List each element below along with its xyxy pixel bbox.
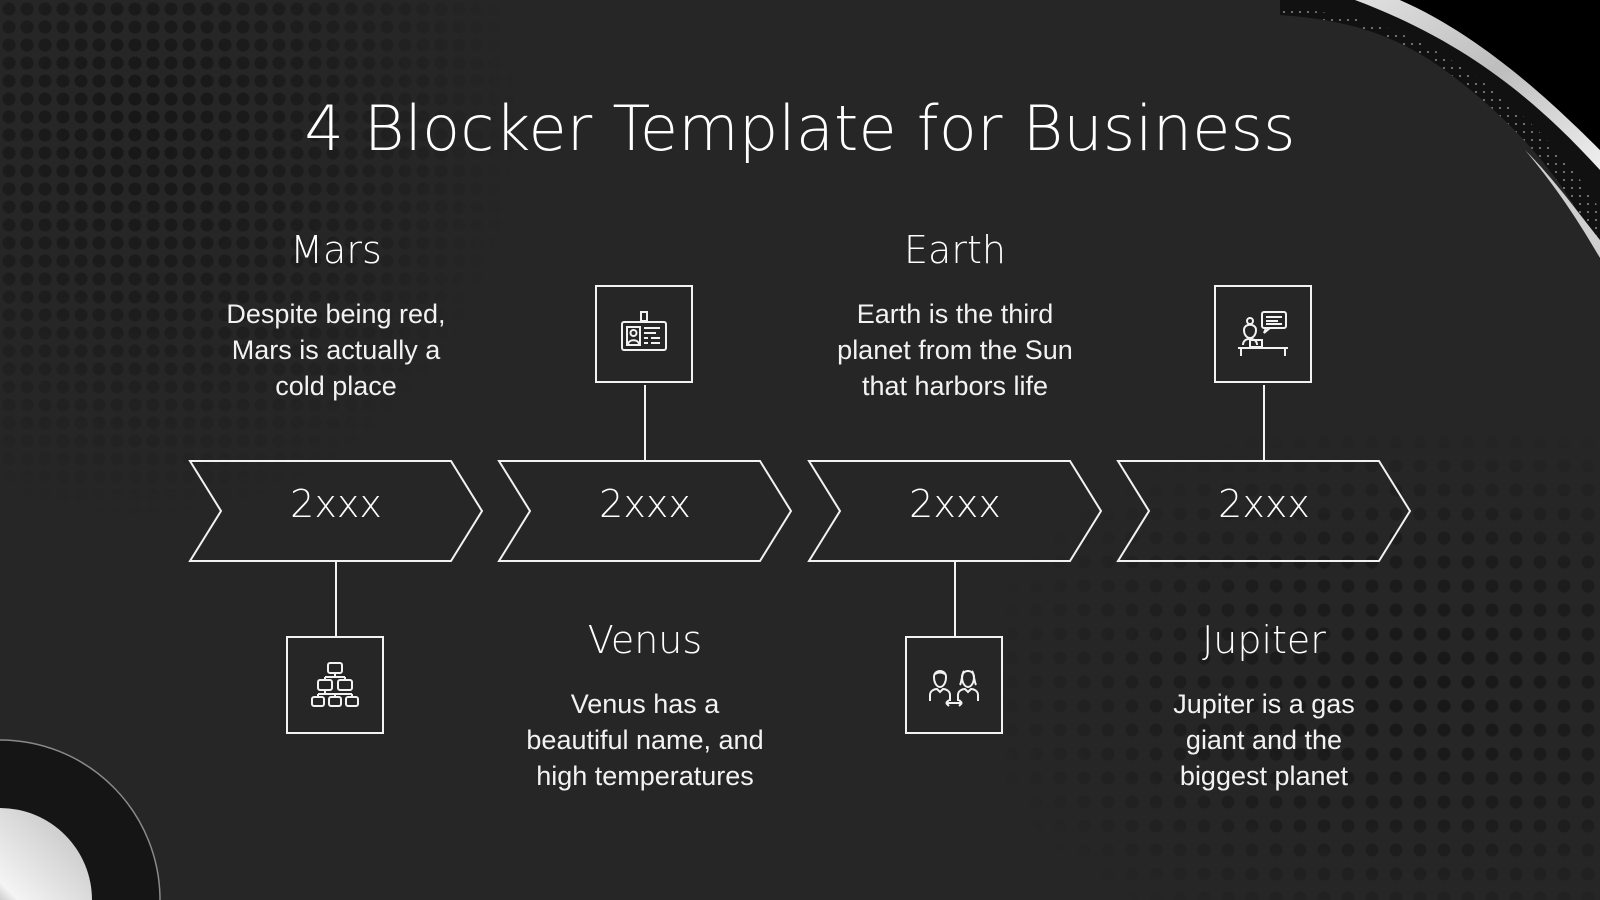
icon-box-3 (905, 636, 1003, 734)
description-line: Despite being red, (226, 299, 446, 329)
description-line: Jupiter is a gas (1173, 689, 1355, 719)
icon-box-2 (595, 285, 693, 383)
block-description-venus: Venus has a beautiful name, and high tem… (495, 686, 795, 794)
block-description-earth: Earth is the third planet from the Sun t… (805, 296, 1105, 404)
connector-line-2 (644, 385, 646, 461)
description-line: high temperatures (536, 761, 754, 791)
block-heading-venus: Venus (587, 618, 703, 662)
year-label-3: 2xxx (909, 482, 1001, 526)
corner-disc-decoration (0, 739, 161, 900)
block-heading-jupiter: Jupiter (1202, 618, 1326, 662)
slide-title: 4 Blocker Template for Business (304, 92, 1296, 165)
chevron-block-2 (497, 460, 793, 562)
block-description-mars: Despite being red, Mars is actually a co… (186, 296, 486, 404)
description-line: that harbors life (861, 371, 1049, 401)
receptionist-chat-icon (1238, 311, 1288, 356)
connector-line-4 (1263, 385, 1265, 461)
description-line: cold place (275, 371, 397, 401)
year-label-4: 2xxx (1218, 482, 1310, 526)
description-line: Mars is actually a (231, 335, 441, 365)
description-line: giant and the (1185, 725, 1343, 755)
block-heading-mars: Mars (290, 228, 382, 272)
icon-box-1 (286, 636, 384, 734)
chevron-block-4 (1116, 460, 1412, 562)
block-heading-earth: Earth (904, 228, 1006, 272)
description-line: biggest planet (1179, 761, 1349, 791)
id-badge-icon (621, 311, 667, 351)
year-label-2: 2xxx (599, 482, 691, 526)
connector-line-1 (335, 562, 337, 636)
description-line: beautiful name, and (526, 725, 764, 755)
corner-swoosh-decoration (1280, 0, 1600, 260)
year-label-1: 2xxx (290, 482, 382, 526)
icon-box-4 (1214, 285, 1312, 383)
org-chart-icon (311, 662, 359, 707)
chevron-block-3 (807, 460, 1103, 562)
chevron-block-1 (188, 460, 484, 562)
background-dot-pattern-left (0, 0, 520, 520)
description-line: Earth is the third (856, 299, 1054, 329)
description-line: Venus has a (570, 689, 720, 719)
connector-line-3 (954, 562, 956, 636)
description-line: planet from the Sun (837, 335, 1073, 365)
block-description-jupiter: Jupiter is a gas giant and the biggest p… (1114, 686, 1414, 794)
people-exchange-icon (929, 670, 979, 707)
